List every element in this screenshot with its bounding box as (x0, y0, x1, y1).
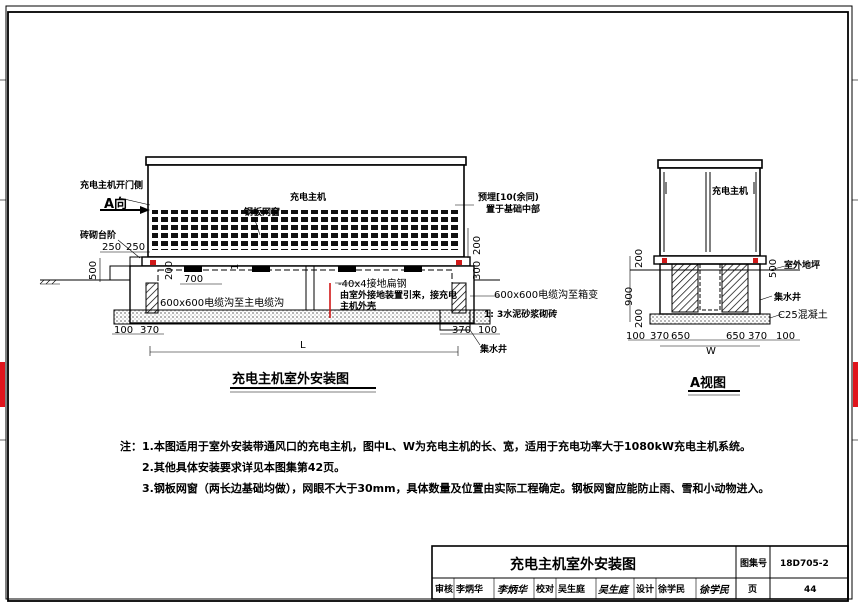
dim-700: 700 (184, 274, 203, 285)
a-dim-650a: 650 (671, 331, 690, 342)
direction-label: A向 (104, 196, 127, 212)
a-dim-100a: 100 (626, 331, 645, 342)
unit-label: 充电主机 (290, 191, 326, 203)
checker-name: 吴生庭 (558, 583, 586, 595)
notes-prefix: 注： (120, 439, 142, 453)
designer-name: 徐学民 (657, 583, 685, 595)
dim-500: 500 (88, 261, 99, 280)
dim-370b: 370 (452, 325, 471, 336)
edge-marker-left (0, 362, 5, 407)
trench-right-label: 600x600电缆沟至箱变 (494, 288, 598, 301)
a-dim-W: W (706, 346, 716, 357)
a-dim-900: 900 (624, 287, 635, 306)
embedded-label: 预埋[10(余同) (478, 191, 539, 203)
sump-label: 集水井 (479, 343, 507, 355)
ground-steel-label: -40x4接地扁钢 (338, 277, 407, 290)
a-dim-500: 500 (768, 259, 779, 278)
a-dim-200: 200 (634, 249, 645, 268)
notes: 注： 1.本图适用于室外安装带通风口的充电主机，图中L、W为充电主机的长、宽，适… (120, 439, 770, 495)
title-block-title: 充电主机室外安装图 (510, 556, 636, 573)
atlas-label: 图集号 (740, 557, 767, 569)
dim-100b: 100 (478, 325, 497, 336)
a-unit-label: 充电主机 (712, 185, 748, 197)
reviewer-signature: 李炳华 (497, 584, 529, 596)
edge-marker-right (853, 362, 858, 407)
ground-note-2: 主机外壳 (340, 300, 376, 312)
dim-200b: 200 (472, 236, 483, 255)
dim-100a: 100 (114, 325, 133, 336)
mesh-window-label: 钢板网窗 (244, 206, 280, 218)
dim-200a: 200 (164, 261, 175, 280)
a-dim-100b: 100 (776, 331, 795, 342)
a-dim-650b: 650 (726, 331, 745, 342)
a-view-caption: A视图 (690, 375, 726, 391)
dim-1: 1 (230, 264, 241, 270)
inner-frame (7, 11, 849, 602)
a-view: 充电主机 室外地坪 集水井 C25混凝土 200 900 200 500 100… (624, 159, 828, 396)
page-number: 44 (804, 585, 817, 595)
a-sump-label: 集水井 (773, 291, 801, 303)
ground-note-1: 由室外接地装置引来，接充电 (340, 289, 457, 301)
a-dim-370b: 370 (748, 331, 767, 342)
vent-grille (152, 210, 460, 250)
dim-250b: 250 (126, 242, 145, 253)
embedded-label-2: 置于基础中部 (486, 203, 540, 215)
door-side-label: 充电主机开门侧 (80, 179, 143, 191)
a-dim-200b: 200 (634, 309, 645, 328)
note-1: 1.本图适用于室外安装带通风口的充电主机，图中L、W为充电主机的长、宽，适用于充… (142, 439, 751, 453)
a-dim-370a: 370 (650, 331, 669, 342)
mortar-label: 1: 3水泥砂浆砌砖 (484, 308, 557, 320)
note-3: 3.钢板网窗（两长边基础均做），网眼不大于30mm，具体数量及位置由实际工程确定… (142, 481, 770, 495)
note-2: 2.其他具体安装要求详见本图集第42页。 (142, 460, 345, 474)
title-block: 充电主机室外安装图 图集号 18D705-2 页 44 审核 李炳华 李炳华 校… (431, 545, 849, 600)
check-label: 校对 (536, 583, 554, 595)
dim-250a: 250 (102, 242, 121, 253)
designer-signature: 徐学民 (699, 584, 730, 596)
dim-300: 300 (472, 261, 483, 280)
checker-signature: 吴生庭 (598, 584, 630, 596)
main-installation-view: 充电主机 充电主机开门侧 A向 砖砌台阶 钢板网窗 预埋[10(余同) 置于基础… (39, 156, 598, 393)
atlas-number: 18D705-2 (780, 559, 829, 569)
concrete-label: C25混凝土 (778, 308, 828, 321)
reviewer-name: 李炳华 (455, 583, 483, 595)
outer-frame (5, 5, 853, 600)
page-label: 页 (748, 584, 757, 595)
review-label: 审核 (435, 583, 453, 595)
design-label: 设计 (636, 583, 654, 595)
trench-left-label: 600x600电缆沟至主电缆沟 (160, 296, 284, 309)
dim-L: L (300, 340, 306, 351)
slope-label: 室外地坪 (784, 259, 820, 271)
dim-370a: 370 (140, 325, 159, 336)
brick-step-label: 砖砌台阶 (80, 229, 117, 241)
main-view-caption: 充电主机室外安装图 (232, 371, 349, 387)
